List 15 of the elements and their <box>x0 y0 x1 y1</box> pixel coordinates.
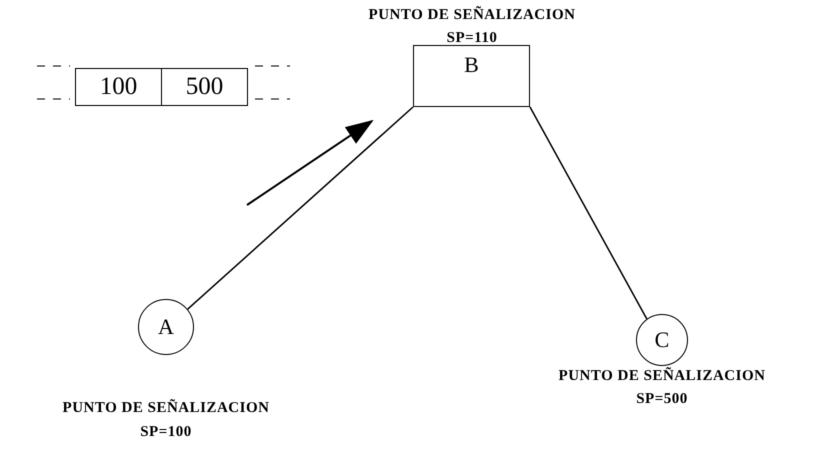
node-caption: SP=500 <box>635 391 689 408</box>
packet-value: 500 <box>186 73 224 101</box>
node-caption: SP=100 <box>139 424 193 441</box>
connector-line <box>187 106 414 310</box>
connector-line <box>529 106 648 320</box>
node-caption: PUNTO DE SEÑALIZACION <box>368 7 576 24</box>
node-label: C <box>654 329 670 351</box>
node-box <box>413 45 530 107</box>
node-circle <box>636 314 688 366</box>
node-caption: PUNTO DE SEÑALIZACION <box>62 400 270 417</box>
packet-value: 100 <box>100 73 138 101</box>
node-label: B <box>464 54 479 76</box>
node-caption: PUNTO DE SEÑALIZACION <box>558 368 766 385</box>
node-label: A <box>158 316 174 338</box>
node-caption: SP=110 <box>446 30 498 47</box>
